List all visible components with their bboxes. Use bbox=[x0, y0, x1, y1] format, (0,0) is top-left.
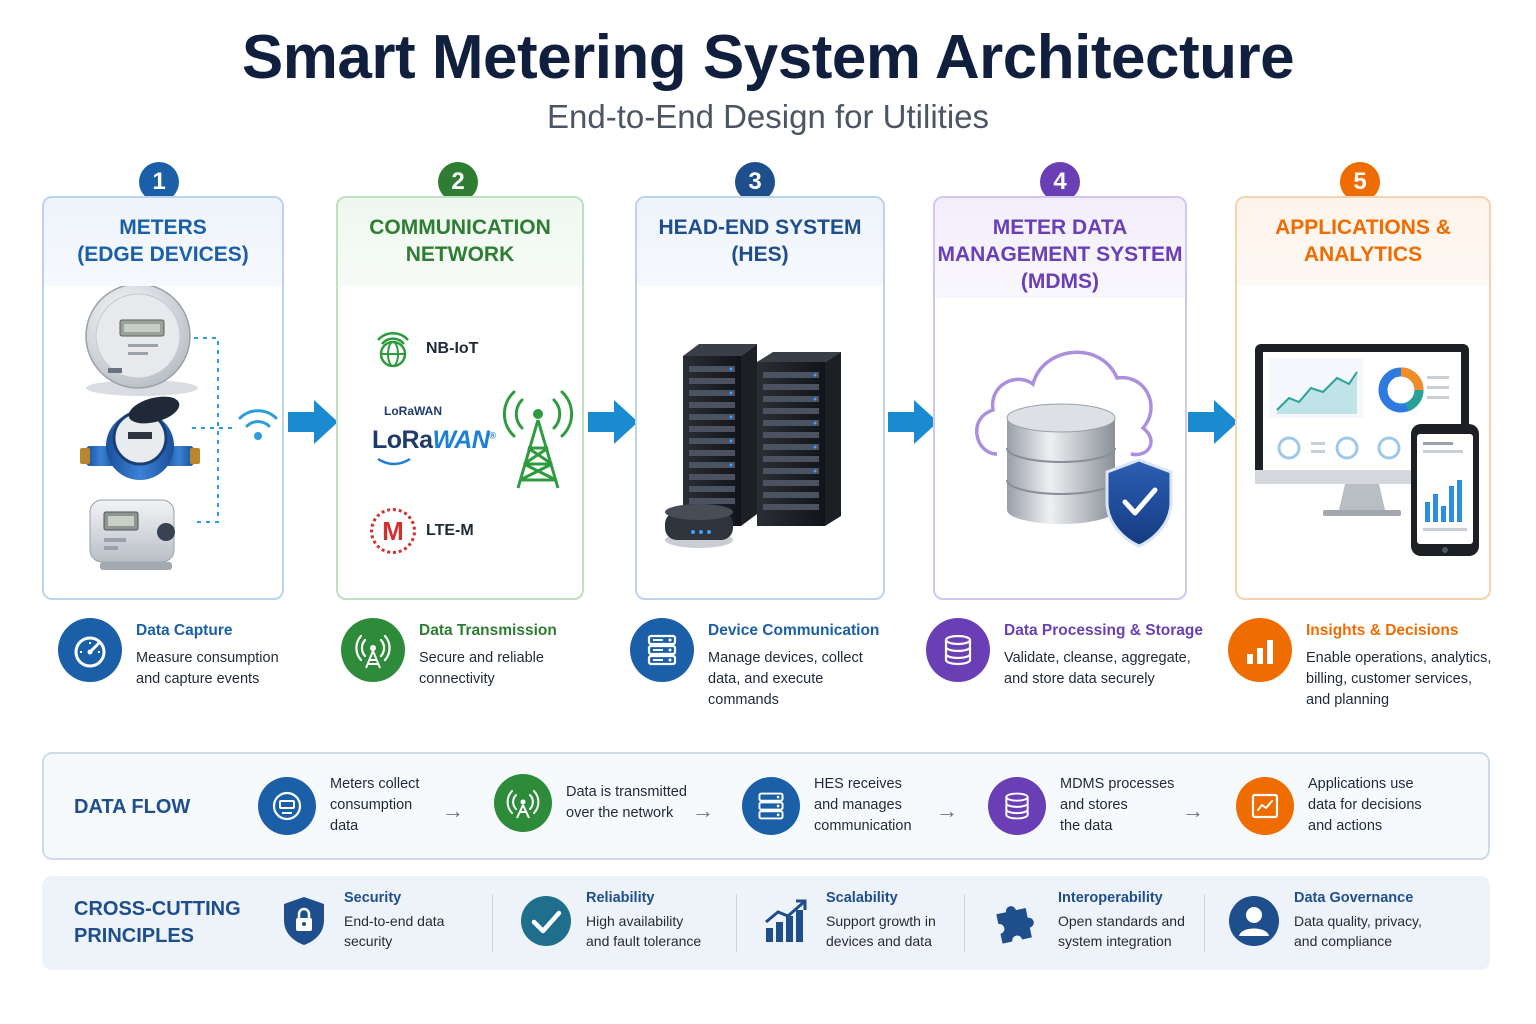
data-flow-label: DATA FLOW bbox=[74, 796, 191, 818]
desc-device-communication: Device Communication Manage devices, col… bbox=[630, 618, 879, 711]
check-icon bbox=[516, 891, 576, 951]
flow-arrow-4 bbox=[1188, 400, 1238, 444]
database-icon bbox=[926, 618, 990, 682]
antenna-icon bbox=[494, 774, 552, 832]
lora-wave-icon bbox=[377, 457, 411, 466]
data-flow-arrow: → bbox=[692, 798, 714, 823]
flow-arrow-2 bbox=[588, 400, 638, 444]
page-subtitle: End-to-End Design for Utilities bbox=[546, 98, 990, 135]
ltem-row: M LTE-M bbox=[370, 508, 474, 554]
page-title: Smart Metering System Architecture bbox=[241, 23, 1295, 92]
stage-hes: HEAD-END SYSTEM(HES) bbox=[635, 196, 885, 600]
lock-shield-icon bbox=[274, 891, 334, 951]
gauge-icon bbox=[58, 618, 122, 682]
nbiot-label: NB-IoT bbox=[426, 340, 479, 357]
lorawan-logo: LoRaWAN® bbox=[372, 426, 496, 454]
stage-applications: APPLICATIONS &ANALYTICS bbox=[1235, 196, 1491, 600]
desc-title: Data Transmission bbox=[419, 622, 557, 639]
desc-title: Data Capture bbox=[136, 622, 233, 639]
desc-body: Enable operations, analytics,billing, cu… bbox=[1306, 650, 1492, 708]
server-icon bbox=[742, 776, 800, 835]
database-icon bbox=[988, 776, 1046, 835]
stage-badge-2: 2 bbox=[438, 162, 478, 202]
data-flow-arrow: → bbox=[1182, 798, 1204, 823]
user-icon bbox=[1224, 891, 1284, 951]
meters-icon bbox=[80, 286, 278, 570]
puzzle-icon bbox=[988, 891, 1048, 951]
flow-arrow-1 bbox=[288, 400, 338, 444]
desc-title: Device Communication bbox=[708, 622, 880, 639]
flow-arrow-3 bbox=[888, 400, 938, 444]
principle-divider bbox=[964, 894, 965, 952]
stage-meters-title: METERS(EDGE DEVICES) bbox=[44, 198, 282, 286]
server-rack-icon bbox=[630, 618, 694, 682]
data-flow-arrow: → bbox=[442, 798, 464, 823]
growth-chart-icon bbox=[756, 891, 816, 951]
stage-badge-1: 1 bbox=[139, 162, 179, 202]
stage-meters: METERS(EDGE DEVICES) bbox=[42, 196, 284, 600]
ltem-icon: M bbox=[370, 508, 416, 554]
stage-badge-5: 5 bbox=[1340, 162, 1380, 202]
meter-icon bbox=[258, 776, 316, 835]
principle-divider bbox=[1204, 894, 1205, 952]
stage-applications-title: APPLICATIONS &ANALYTICS bbox=[1237, 198, 1489, 286]
data-flow-arrow: → bbox=[936, 798, 958, 823]
desc-title: Insights & Decisions bbox=[1306, 622, 1459, 639]
desc-title: Data Processing & Storage bbox=[1004, 622, 1203, 639]
cell-tower-icon bbox=[502, 390, 574, 489]
stage-badge-4: 4 bbox=[1040, 162, 1080, 202]
principle-divider bbox=[492, 894, 493, 952]
stage-badge-3: 3 bbox=[735, 162, 775, 202]
desc-data-processing: Data Processing & Storage Validate, clea… bbox=[926, 618, 1203, 690]
stage-hes-title: HEAD-END SYSTEM(HES) bbox=[637, 198, 883, 286]
principle-divider bbox=[736, 894, 737, 952]
server-icon bbox=[665, 344, 841, 548]
cloud-database-icon bbox=[975, 350, 1173, 548]
ltem-label: LTE-M bbox=[426, 522, 474, 539]
bar-chart-icon bbox=[1228, 618, 1292, 682]
lorawan-small-label: LoRaWAN bbox=[384, 404, 442, 418]
antenna-icon bbox=[341, 618, 405, 682]
desc-insights: Insights & Decisions Enable operations, … bbox=[1228, 618, 1491, 711]
desc-body: Validate, cleanse, aggregate,and store d… bbox=[1004, 650, 1191, 687]
analytics-icon bbox=[1236, 776, 1294, 835]
dashboard-icon bbox=[1255, 344, 1479, 556]
globe-icon bbox=[377, 331, 409, 368]
nbiot-row: NB-IoT bbox=[370, 326, 478, 372]
